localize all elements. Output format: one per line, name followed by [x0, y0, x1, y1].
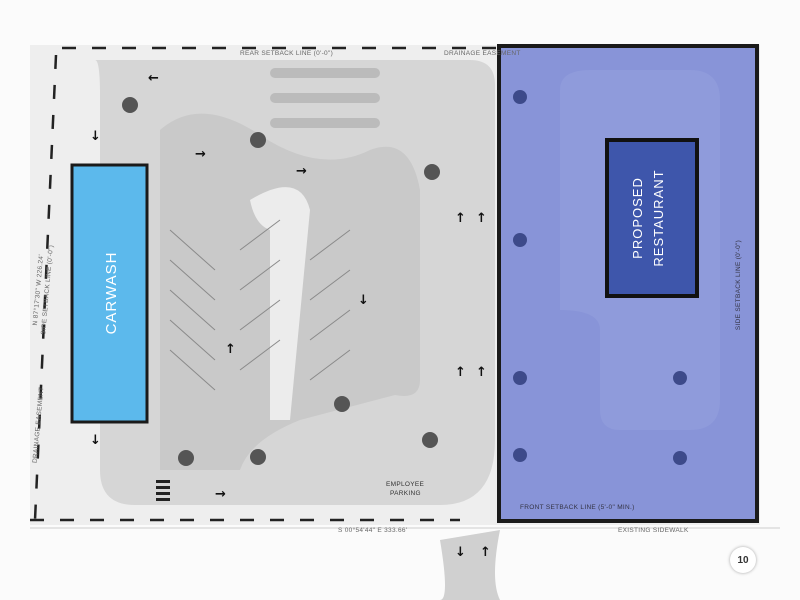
crosswalks [156, 480, 170, 501]
carwash-box [70, 163, 149, 424]
front-bearing-label: S 00°54'44" E 333.66' [338, 526, 407, 534]
svg-text:→: → [296, 164, 307, 179]
drainage-easement-top-label: DRAINAGE EASEMENT [444, 50, 521, 57]
svg-text:↓: ↓ [455, 545, 466, 560]
traffic-arrows: ← ↓ → → ↑ ↑ ↓ ↑ ↑ ↑ ↓ → ↓ ↑ [90, 71, 491, 560]
trees [122, 97, 440, 466]
svg-text:→: → [195, 147, 206, 162]
proposed-restaurant-box [605, 138, 699, 298]
svg-text:↑: ↑ [455, 365, 466, 380]
vacuum-lanes [270, 68, 380, 128]
svg-text:↑: ↑ [455, 211, 466, 226]
front-setback-label: FRONT SETBACK LINE (5'-0" MIN.) [520, 504, 635, 511]
side-setback-right-label: SIDE SETBACK LINE (0'-0") [735, 240, 742, 330]
svg-text:↓: ↓ [90, 129, 101, 144]
page-number-badge: 10 [730, 547, 756, 573]
property-line [30, 46, 500, 522]
svg-text:↑: ↑ [480, 545, 491, 560]
svg-text:→: → [215, 487, 226, 502]
employee-parking-label-2: PARKING [390, 490, 421, 497]
existing-sidewalk-label: EXISTING SIDEWALK [618, 527, 689, 534]
entrance-drive [440, 530, 500, 600]
carwash-label: CARWASH [103, 252, 120, 335]
restaurant-label-2: RESTAURANT [651, 169, 666, 266]
svg-text:↓: ↓ [90, 433, 101, 448]
restaurant-label-1: PROPOSED [630, 177, 645, 259]
rear-setback-label: REAR SETBACK LINE (0'-0") [240, 50, 333, 57]
svg-text:↑: ↑ [476, 365, 487, 380]
restaurant-trees [513, 90, 687, 465]
svg-text:↑: ↑ [225, 342, 236, 357]
svg-text:↑: ↑ [476, 211, 487, 226]
svg-text:↓: ↓ [358, 293, 369, 308]
svg-text:←: ← [148, 71, 159, 86]
employee-parking-label-1: EMPLOYEE [386, 481, 425, 488]
parking-stalls [169, 219, 351, 391]
parking-island [250, 187, 310, 420]
